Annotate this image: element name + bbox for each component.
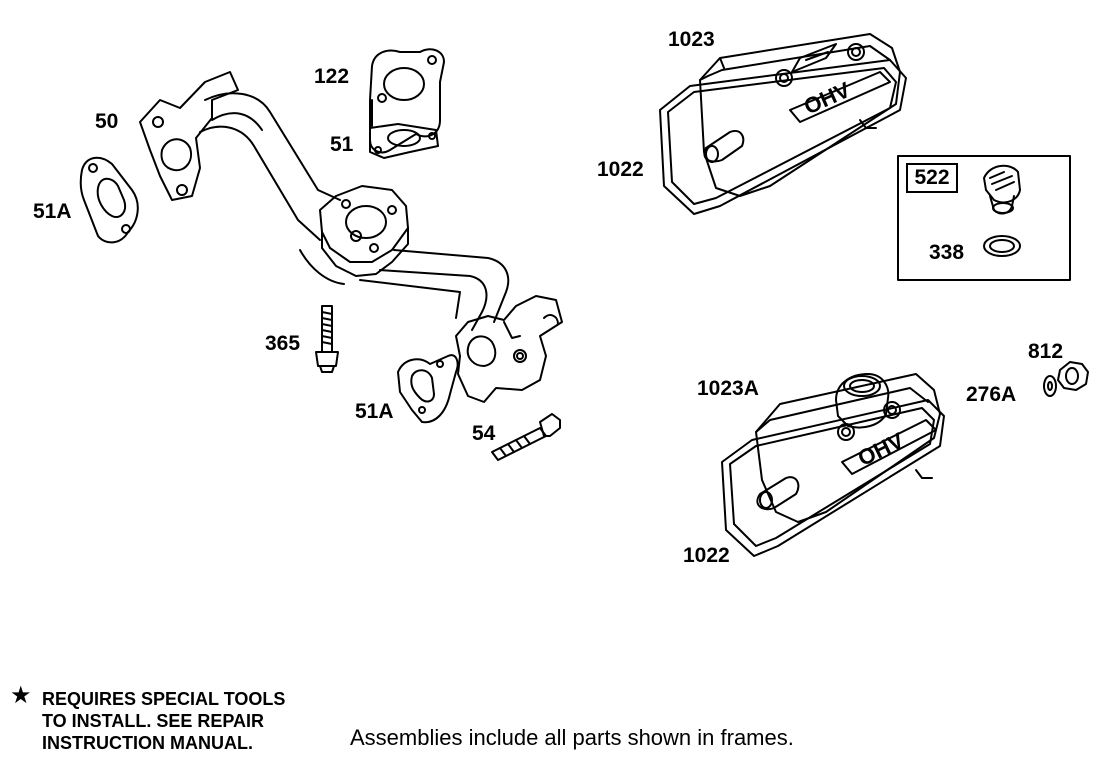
washer-276a [1043, 375, 1057, 397]
label-122: 122 [314, 65, 350, 88]
intake-manifold-50 [139, 71, 563, 403]
valve-cover-1023: OHV [659, 33, 907, 215]
cap-522 [983, 164, 1021, 215]
label-51: 51 [330, 133, 354, 156]
parts-frame [897, 155, 1071, 281]
note-line-1: REQUIRES SPECIAL TOOLS [42, 689, 286, 709]
label-1023: 1023 [668, 28, 715, 51]
label-54: 54 [472, 422, 496, 445]
gasket-51a-bottom [397, 354, 459, 424]
label-51a-bottom: 51A [355, 400, 394, 423]
gasket-51 [369, 123, 439, 159]
note-line-2: TO INSTALL. SEE REPAIR [42, 711, 265, 731]
note-line-3: INSTRUCTION MANUAL. [42, 733, 253, 753]
label-365: 365 [265, 332, 301, 355]
gasket-51a-left [79, 156, 139, 244]
spacer-122 [369, 48, 445, 154]
label-1023a: 1023A [697, 377, 759, 400]
valve-cover-1023a: OHV [721, 373, 945, 557]
label-50: 50 [95, 110, 119, 133]
label-51a-left: 51A [33, 200, 72, 223]
nut-812 [1057, 361, 1089, 391]
label-1022-bottom: 1022 [683, 544, 730, 567]
ohv-emblem-top: OHV [800, 77, 854, 119]
label-1022-top: 1022 [597, 158, 644, 181]
label-522: 522 [906, 163, 958, 193]
ring-338 [983, 235, 1021, 257]
label-812: 812 [1028, 340, 1064, 363]
label-276a: 276A [966, 383, 1017, 406]
label-338: 338 [929, 241, 965, 264]
screw-365 [315, 305, 339, 373]
star-icon: ★ [10, 682, 32, 709]
bolt-54 [491, 413, 561, 461]
assembly-note: Assemblies include all parts shown in fr… [350, 725, 794, 750]
